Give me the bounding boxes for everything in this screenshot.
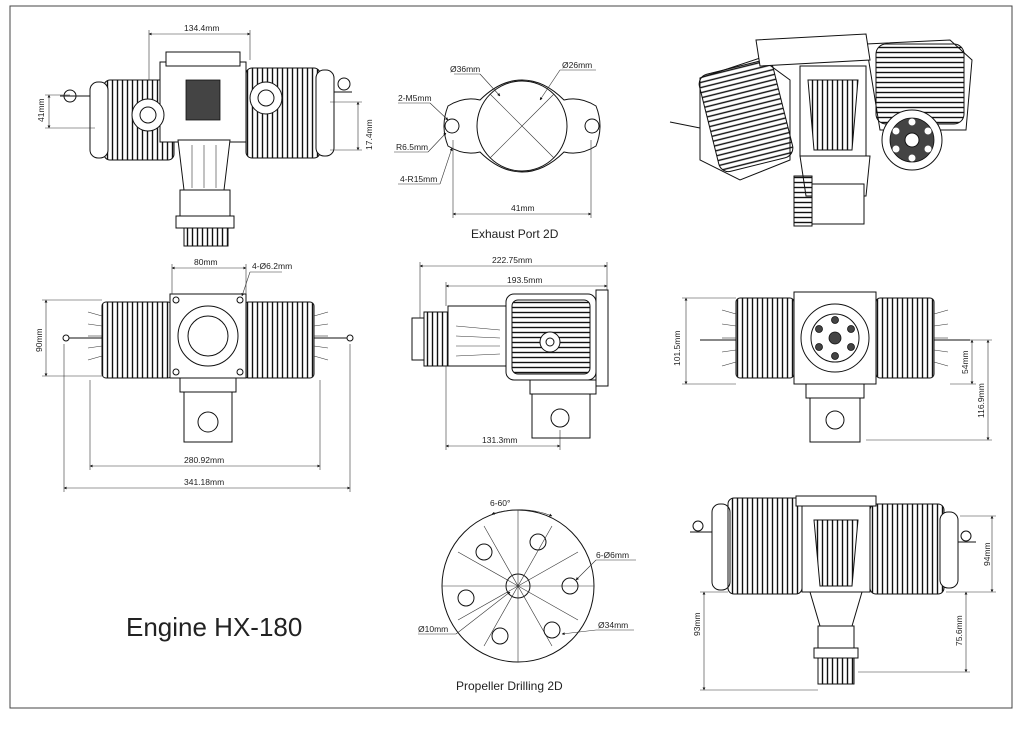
dim-bottom-93: 93mm	[692, 612, 702, 636]
prop-hole	[457, 589, 475, 607]
dim-exhaust-4r15: 4-R15mm	[400, 174, 437, 184]
front-view: 80mm 4-Ø6.2mm 90mm 280.92mm 341.18mm	[34, 257, 354, 492]
exhaust-port-view: 41mm Ø36mm Ø26mm 2-M5mm R6.5mm 4-R15mm E…	[394, 60, 601, 241]
side-view: 222.75mm 193.5mm 131.3mm	[411, 255, 609, 450]
dim-front-28092: 280.92mm	[184, 455, 224, 465]
prop-hole	[491, 627, 509, 645]
dim-exhaust-2m5: 2-M5mm	[398, 93, 432, 103]
dim-side-1935: 193.5mm	[507, 275, 542, 285]
dim-bottom-94: 94mm	[982, 542, 992, 566]
dim-rear-54: 54mm	[960, 350, 970, 374]
dim-front-80: 80mm	[194, 257, 218, 267]
dim-front-34118: 341.18mm	[184, 477, 224, 487]
sheet-border	[9, 5, 1013, 709]
dim-front-4d62: 4-Ø6.2mm	[252, 261, 292, 271]
dim-side-22275: 222.75mm	[492, 255, 532, 265]
propeller-drilling-view: 6-60° 6-Ø6mm Ø10mm Ø34mm Propeller Drill…	[418, 498, 636, 693]
dim-rear-1169: 116.9mm	[976, 383, 986, 418]
prop-hole	[543, 621, 561, 639]
dim-front-90: 90mm	[34, 328, 44, 352]
dim-prop-d34: Ø34mm	[598, 620, 628, 630]
caption-exhaust-port: Exhaust Port 2D	[471, 227, 559, 241]
prop-hole	[529, 533, 547, 551]
dim-exhaust-d36: Ø36mm	[450, 64, 480, 74]
caption-propeller-drilling: Propeller Drilling 2D	[456, 679, 563, 693]
dim-bottom-756: 75.6mm	[954, 615, 964, 646]
dim-exhaust-d26: Ø26mm	[562, 60, 592, 70]
dim-top-width: 134.4mm	[184, 23, 219, 33]
prop-hole	[561, 577, 579, 595]
dim-top-right-height: 17.4mm	[364, 119, 374, 150]
dim-rear-1015: 101.5mm	[672, 331, 682, 366]
bottom-side-view: 94mm 93mm 75.6mm	[690, 495, 996, 691]
dim-prop-660: 6-60°	[490, 498, 510, 508]
rear-view: 101.5mm 54mm 116.9mm	[672, 291, 992, 443]
dim-top-left-height: 41mm	[36, 98, 46, 122]
dim-prop-d10: Ø10mm	[418, 624, 448, 634]
dim-prop-6d6: 6-Ø6mm	[596, 550, 629, 560]
dim-side-1313: 131.3mm	[482, 435, 517, 445]
top-view: 134.4mm 41mm 17.4mm	[36, 23, 374, 247]
prop-hole	[475, 543, 493, 561]
drawing-title: Engine HX-180	[126, 612, 302, 642]
dim-exhaust-41: 41mm	[511, 203, 535, 213]
isometric-engine-render	[669, 33, 973, 227]
dim-exhaust-r65: R6.5mm	[396, 142, 428, 152]
